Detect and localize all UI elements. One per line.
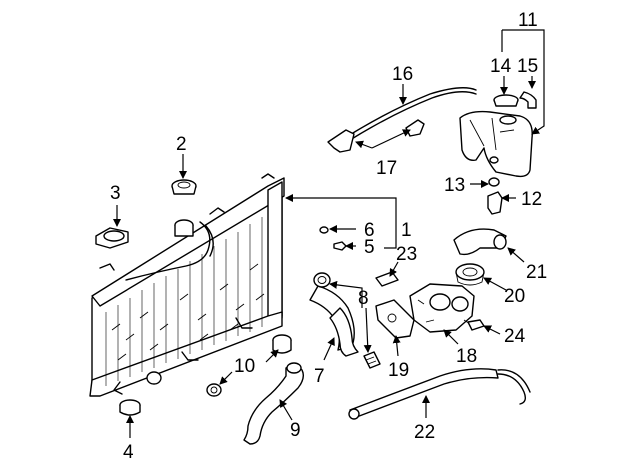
callout-21: 21 [526, 262, 547, 283]
callout-2: 2 [176, 134, 187, 155]
callout-5: 5 [364, 237, 375, 258]
callout-1: 1 [401, 220, 412, 241]
callout-16: 16 [392, 64, 413, 85]
callout-12: 12 [521, 189, 542, 210]
callout-8: 8 [358, 288, 369, 309]
part-18-housing [409, 283, 475, 333]
leader-lines [113, 29, 545, 438]
callout-6: 6 [364, 220, 375, 241]
radiator [89, 173, 285, 397]
callout-14: 14 [490, 56, 512, 77]
callout-24: 24 [504, 326, 526, 347]
part-15-hose [519, 91, 537, 109]
part-3-mount [95, 227, 129, 249]
callout-20: 20 [504, 286, 525, 307]
part-11-reservoir [459, 110, 533, 178]
part-9-hose [243, 362, 305, 445]
callout-9: 9 [290, 420, 301, 441]
part-7-hose [309, 272, 359, 357]
callout-15: 15 [517, 56, 538, 77]
part-19-gasket [375, 299, 415, 339]
part-24-bolt [467, 319, 485, 331]
callout-labels: 1 2 3 4 5 6 7 8 9 10 11 12 13 14 15 16 1… [110, 10, 547, 463]
part-14-cap [493, 94, 519, 107]
part-20-thermostat [455, 263, 485, 286]
callout-18: 18 [456, 346, 477, 367]
part-22-pipe [348, 368, 531, 420]
part-8-clamp [363, 351, 381, 369]
radiator-core-fins [105, 217, 265, 386]
callout-22: 22 [414, 422, 435, 443]
callout-11: 11 [518, 10, 538, 31]
callout-13: 13 [444, 175, 465, 196]
callout-23: 23 [396, 244, 417, 265]
part-21-outlet [453, 228, 507, 256]
callout-19: 19 [388, 360, 409, 381]
callout-17: 17 [376, 158, 397, 179]
part-4-mount [119, 399, 141, 416]
callout-3: 3 [110, 183, 121, 204]
part-5-6-fittings [319, 226, 347, 251]
part-16-overflow-hose [347, 87, 477, 141]
part-13-clip [488, 177, 500, 187]
callout-4: 4 [123, 442, 134, 463]
part-23-sensor [375, 271, 399, 287]
part-17-bracket [327, 119, 425, 153]
part-12-bracket [487, 191, 503, 215]
part-2-radiator-cap [171, 179, 197, 195]
callout-7: 7 [314, 366, 325, 387]
callout-10: 10 [234, 356, 255, 377]
